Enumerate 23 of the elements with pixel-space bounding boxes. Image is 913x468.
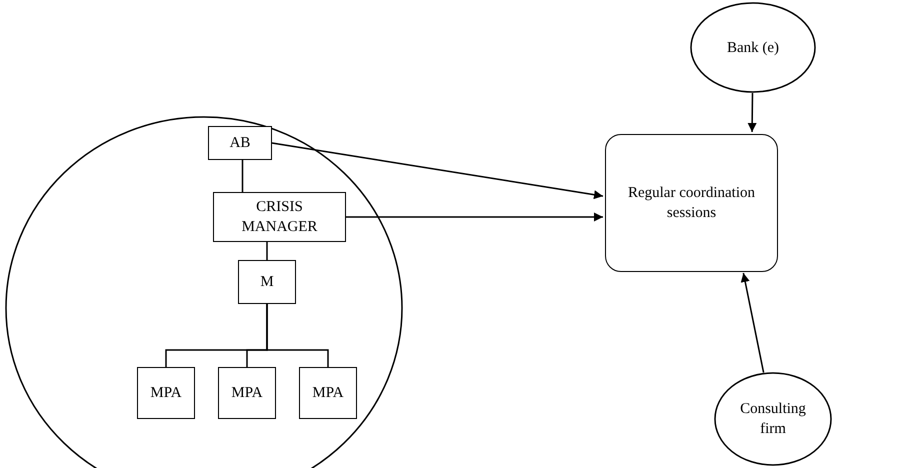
org-box: [299, 367, 357, 419]
node-label: MPA: [150, 384, 182, 403]
node-label: MPA: [312, 384, 344, 403]
node-label: M: [260, 273, 274, 292]
arrow: [346, 212, 603, 222]
node-label: MPA: [231, 384, 263, 403]
node-label: Consulting firm: [739, 400, 807, 439]
org-box: [218, 367, 276, 419]
connector-line: [266, 242, 268, 260]
node-label: Regular coordination sessions: [626, 184, 756, 223]
org-box: [137, 367, 195, 419]
node-label: CRISIS MANAGER: [240, 198, 318, 237]
org-box: [208, 126, 272, 160]
arrow: [748, 92, 757, 132]
org-box: [238, 260, 296, 304]
connector-line: [266, 304, 329, 367]
connector-line: [242, 160, 244, 192]
arrow: [740, 272, 764, 373]
session-box: [605, 134, 778, 272]
org-box: [213, 192, 346, 242]
arrow: [272, 142, 604, 200]
node-label: AB: [230, 134, 250, 153]
node-label: Bank (e): [726, 38, 780, 58]
